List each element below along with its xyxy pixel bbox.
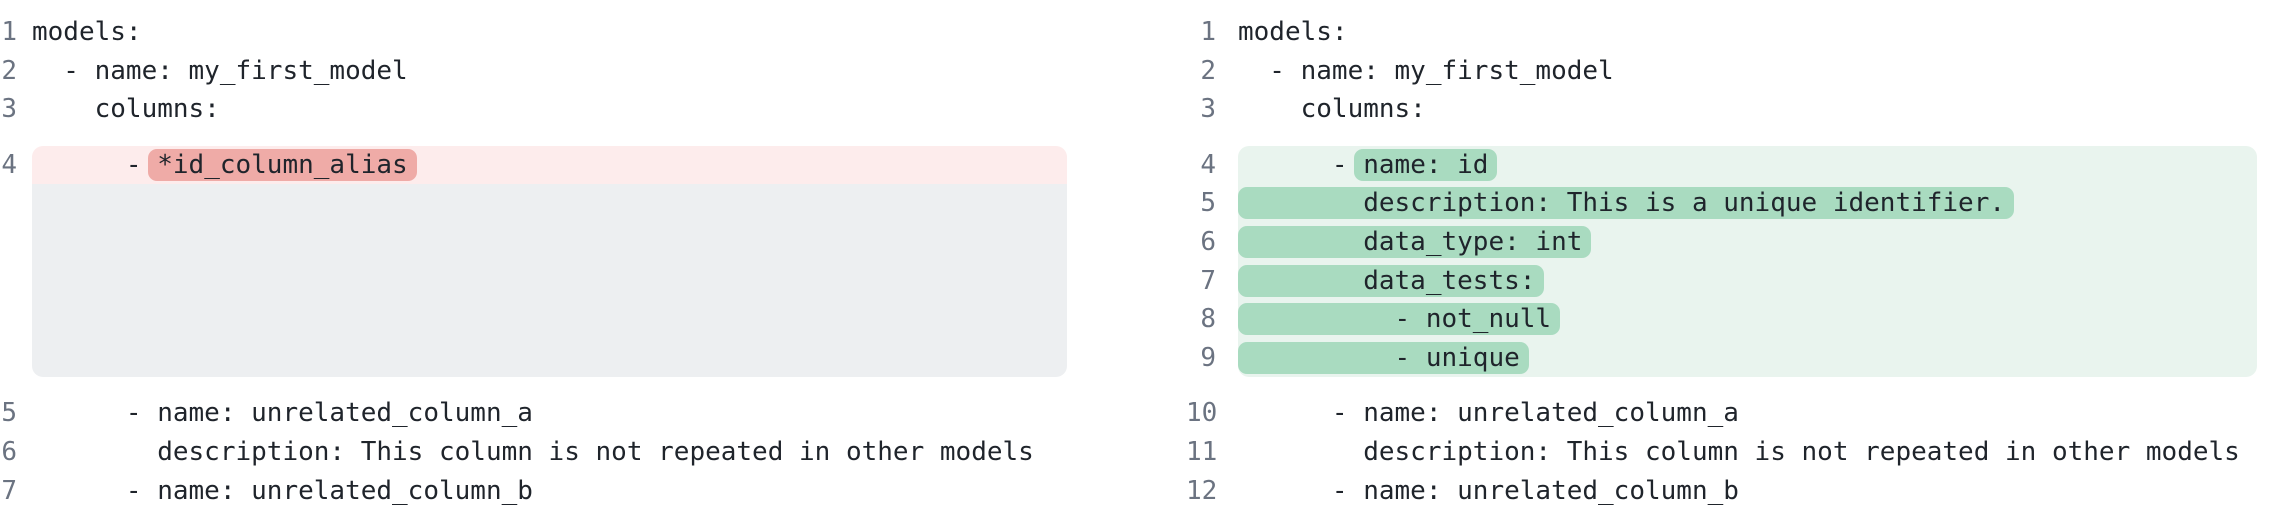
- code-line: 3 columns:: [0, 90, 1067, 129]
- code-text: -: [32, 149, 158, 180]
- added-block: 4 5 6 7 8 9 - name: id description: This…: [1186, 145, 2257, 378]
- removed-block: 4 - *id_column_alias: [0, 145, 1067, 378]
- line-number: 4: [1, 149, 17, 180]
- code-line: 6 description: This column is not repeat…: [0, 433, 1067, 472]
- removed-block-gutter: 4: [0, 146, 32, 378]
- line-number: 3: [1200, 94, 1216, 125]
- code-line: 10 - name: unrelated_column_a: [1186, 394, 2257, 433]
- code-text: models:: [1238, 17, 1348, 47]
- line-number: 10: [1186, 398, 1218, 429]
- added-line: - name: id: [1238, 146, 2257, 185]
- code-line: 11 description: This column is not repea…: [1186, 433, 2257, 472]
- diff-pane-before: 1 models: 2 - name: my_first_model 3 col…: [0, 13, 1067, 528]
- code-text: models:: [32, 17, 142, 47]
- code-line: 1 models:: [1186, 13, 2257, 52]
- code-line: 1 models:: [0, 13, 1067, 52]
- line-number: 9: [1200, 342, 1216, 373]
- code-text: - name: my_first_model: [1238, 55, 1614, 86]
- added-token-highlight: - unique: [1238, 341, 1529, 374]
- added-line: data_type: int: [1238, 223, 2257, 262]
- added-line: - not_null: [1238, 300, 2257, 339]
- added-token-highlight: name: id: [1354, 148, 1498, 181]
- line-number: 3: [1, 94, 17, 125]
- line-number: 4: [1200, 149, 1216, 180]
- diff-pane-after: 1 models: 2 - name: my_first_model 3 col…: [1186, 13, 2257, 528]
- code-line: 5 - name: unrelated_column_a: [0, 394, 1067, 433]
- code-text: - name: unrelated_column_a: [32, 398, 533, 429]
- removed-filler-placeholder: [32, 184, 1067, 378]
- code-text: - name: unrelated_column_b: [1238, 475, 1739, 506]
- line-number: 8: [1200, 304, 1216, 335]
- line-number: 11: [1186, 436, 1218, 467]
- line-number: 2: [1, 55, 17, 86]
- code-line: 2 - name: my_first_model: [0, 52, 1067, 91]
- code-text: description: This column is not repeated…: [1238, 436, 2240, 467]
- line-number: 5: [1, 398, 17, 429]
- removed-block-content: - *id_column_alias: [32, 145, 1067, 378]
- added-line: data_tests:: [1238, 262, 2257, 301]
- line-number: 6: [1, 436, 17, 467]
- removed-line: - *id_column_alias: [32, 145, 1067, 185]
- code-text: - name: unrelated_column_b: [32, 475, 533, 506]
- code-line: 7 - name: unrelated_column_b: [0, 472, 1067, 511]
- line-number: 7: [1, 475, 17, 506]
- code-line: 2 - name: my_first_model: [1186, 52, 2257, 91]
- code-text: columns:: [32, 94, 220, 125]
- line-number: 7: [1200, 265, 1216, 296]
- line-number: 2: [1200, 55, 1216, 86]
- code-text: - name: my_first_model: [32, 55, 408, 86]
- added-token-highlight: data_type: int: [1238, 225, 1592, 258]
- code-line: 12 - name: unrelated_column_b: [1186, 472, 2257, 511]
- added-line: description: This is a unique identifier…: [1238, 184, 2257, 223]
- code-text: -: [1238, 149, 1364, 180]
- added-block-gutter: 4 5 6 7 8 9: [1186, 146, 1238, 378]
- added-block-content: - name: id description: This is a unique…: [1238, 145, 2257, 378]
- added-line: - unique: [1238, 339, 2257, 378]
- added-token-highlight: data_tests:: [1238, 264, 1545, 297]
- removed-token-highlight: *id_column_alias: [148, 148, 417, 181]
- line-number: 12: [1186, 475, 1218, 506]
- code-text: columns:: [1238, 94, 1426, 125]
- line-number: 6: [1200, 226, 1216, 257]
- code-text: - name: unrelated_column_a: [1238, 398, 1739, 429]
- line-number: 1: [1200, 17, 1216, 47]
- code-text: description: This column is not repeated…: [32, 436, 1034, 467]
- added-token-highlight: - not_null: [1238, 303, 1561, 336]
- line-number: 5: [1200, 188, 1216, 219]
- line-number: 1: [1, 17, 17, 47]
- added-token-highlight: description: This is a unique identifier…: [1238, 187, 2015, 220]
- code-line: 3 columns:: [1186, 90, 2257, 129]
